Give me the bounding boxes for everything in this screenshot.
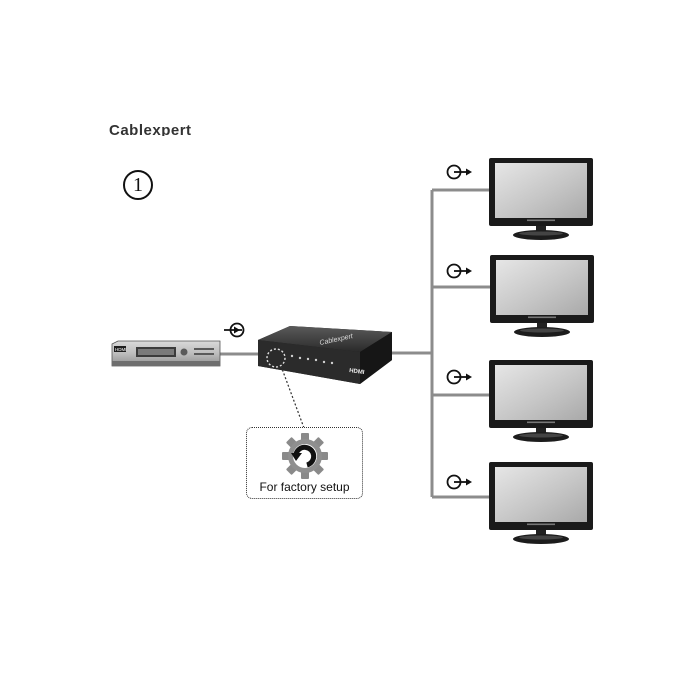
output-arrow-icon — [446, 474, 473, 490]
clipped-title: Cablexpert — [109, 116, 195, 136]
input-arrow-icon — [224, 322, 245, 338]
factory-setup-label: For factory setup — [259, 480, 350, 494]
display-2 — [490, 255, 594, 337]
step-number-badge: 1 — [123, 170, 153, 200]
clipped-title-text: Cablexpert — [109, 122, 192, 136]
cables — [220, 188, 490, 499]
display-3 — [489, 360, 593, 442]
source-device: HDMI — [111, 340, 221, 367]
output-arrow-icon — [446, 369, 473, 385]
source-front-label: HDMI — [115, 347, 127, 352]
display-4 — [489, 462, 593, 544]
step-number: 1 — [133, 174, 143, 196]
splitter-port-label: HDMI — [349, 368, 365, 376]
factory-setup-callout: For factory setup — [246, 427, 363, 499]
hdmi-splitter: Cablexpert HDMI — [258, 326, 392, 384]
factory-setup-leader-line — [280, 365, 305, 429]
output-arrow-icon — [446, 164, 473, 180]
gear-refresh-icon — [282, 433, 328, 479]
display-1 — [489, 158, 593, 240]
output-arrow-icon — [446, 263, 473, 279]
factory-setup-button-marker — [266, 348, 286, 368]
